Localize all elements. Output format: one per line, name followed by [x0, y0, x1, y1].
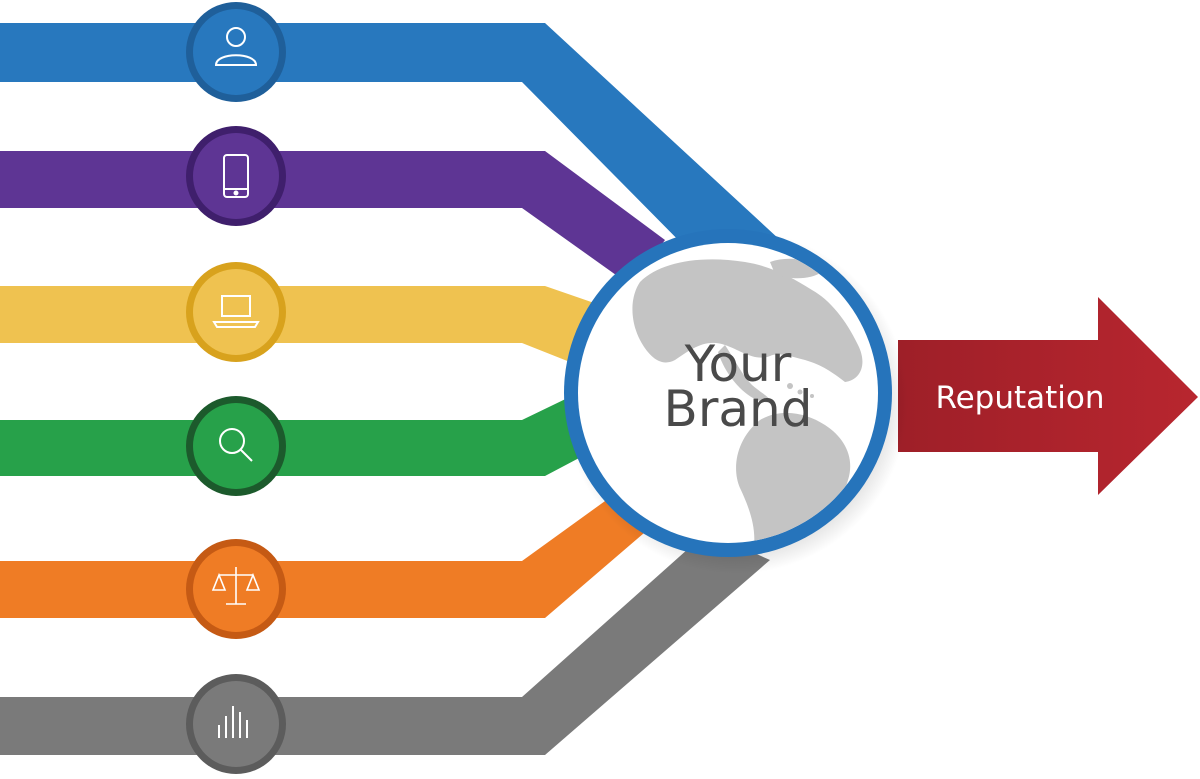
stream-band-legal [0, 483, 665, 618]
stream-band-mobile [0, 151, 665, 285]
brand-hub: Your Brand [564, 229, 908, 574]
brand-line-1: Your [684, 335, 792, 393]
stream-band-analytics [0, 532, 770, 755]
stream-band-search [0, 392, 598, 476]
icon-badges [186, 2, 286, 774]
stream-band-web [0, 286, 600, 366]
bar-graph-icon [218, 706, 248, 738]
smartphone-icon [223, 154, 249, 198]
brand-line-2: Brand [664, 380, 813, 438]
reputation-label: Reputation [935, 380, 1104, 416]
reputation-arrow: Reputation [898, 297, 1198, 495]
stream-bands [0, 23, 780, 755]
badge-search [186, 396, 286, 496]
reputation-arrow-shape [898, 297, 1198, 495]
magnifier-icon [219, 428, 253, 462]
badge-legal [186, 539, 286, 639]
badge-mobile [186, 126, 286, 226]
scales-icon [211, 567, 261, 605]
badge-analytics [186, 674, 286, 774]
globe-icon [632, 258, 863, 543]
stream-band-people [0, 23, 780, 262]
laptop-icon [212, 295, 260, 328]
person-icon [214, 27, 258, 66]
badge-web [186, 262, 286, 362]
badge-people [186, 2, 286, 102]
